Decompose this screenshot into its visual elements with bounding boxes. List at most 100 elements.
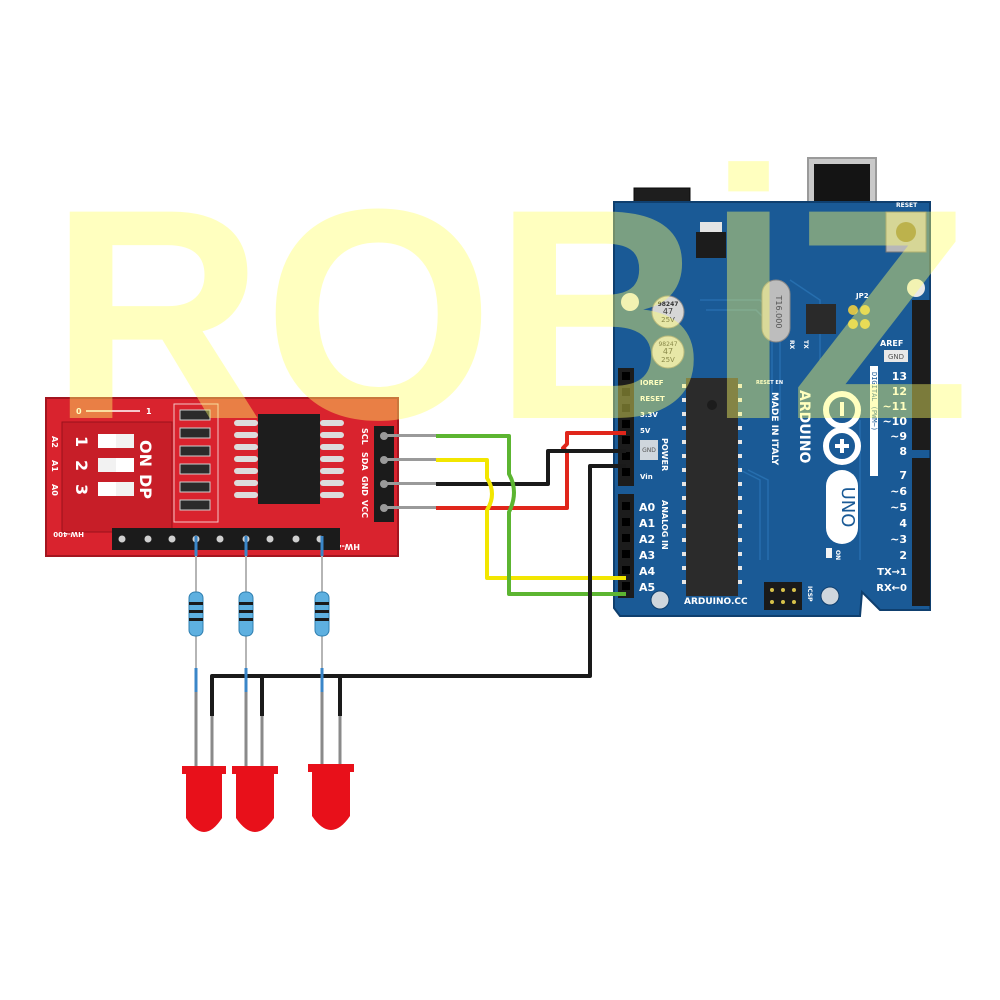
svg-text:~9: ~9 (890, 430, 907, 443)
capacitor: 98247 47 25V (651, 295, 685, 329)
svg-text:98247: 98247 (658, 301, 679, 308)
svg-text:12: 12 (892, 385, 907, 398)
analog-header: A0 A1 A2 A3 A4 A5 ANALOG IN (639, 500, 669, 594)
digital-section-label: DIGITAL (PWM~) (870, 372, 878, 431)
i2c-header (374, 426, 436, 522)
wire-scl-a5 (436, 434, 626, 596)
dip-dp-label: DP (136, 474, 155, 499)
svg-text:UNO: UNO (837, 487, 858, 528)
reset-en-label: RESET EN (756, 380, 783, 386)
pin-label-vcc: VCC (360, 500, 369, 518)
icsp-header: ICSP (764, 582, 813, 610)
io-pin-header (112, 528, 340, 550)
svg-text:~10: ~10 (882, 415, 907, 428)
svg-text:98247: 98247 (658, 341, 677, 348)
svg-text:~3: ~3 (890, 533, 907, 546)
svg-text:2: 2 (899, 549, 907, 562)
pin-label-vin: Vin (640, 473, 653, 481)
arduino-uno-board: 98247 47 25V 98247 47 25V T16.000 JP2 RE… (613, 157, 931, 617)
svg-text:25V: 25V (661, 316, 675, 324)
svg-text:RX←0: RX←0 (876, 583, 907, 594)
power-header: IOREF RESET 3.3V 5V GND Vin POWER (618, 368, 669, 598)
rx-led-label: RX (788, 340, 795, 350)
pcf8574-module: ON DP 1 2 3 A2 A1 A0 0 1 (45, 397, 436, 576)
svg-text:2: 2 (72, 460, 91, 471)
tx-led-label: TX (802, 340, 809, 349)
digital-header: AREF GND 13 12 ~11 ~10 ~9 8 7 ~6 ~5 4 ~3… (870, 300, 930, 606)
smd-resistor-array (173, 403, 219, 523)
resistor (238, 591, 254, 637)
model-label-mirrored: HW-400 (53, 530, 84, 538)
pin-label-reset: RESET (640, 395, 665, 403)
pin-label-a5: A5 (639, 581, 655, 594)
pin-label-digital-gnd: GND (888, 353, 904, 361)
pin-label-scl: SCL (360, 428, 369, 445)
svg-text:A0: A0 (50, 484, 59, 496)
reset-button: RESET (885, 202, 927, 253)
resistor (314, 591, 330, 637)
pin-label-a4: A4 (639, 565, 656, 578)
svg-text:A2: A2 (50, 436, 59, 448)
pin-label-5v: 5V (640, 427, 651, 435)
watermark: ROBİZ (50, 146, 970, 482)
pin-label-ioref: IOREF (640, 379, 664, 387)
resistor (188, 591, 204, 637)
svg-text:~6: ~6 (890, 485, 907, 498)
pin-label-a2: A2 (639, 533, 655, 546)
arduino-brand-label: ARDUINO (796, 390, 812, 464)
svg-text:0: 0 (76, 407, 82, 416)
svg-text:A1: A1 (50, 460, 59, 472)
power-section-label: POWER (660, 438, 669, 471)
svg-text:~11: ~11 (882, 400, 907, 413)
jp2-jumper: JP2 (848, 292, 870, 329)
wires (210, 431, 626, 716)
pin-label-a1: A1 (639, 517, 655, 530)
svg-text:RESET: RESET (896, 202, 918, 209)
wire-vcc-5v (436, 431, 626, 510)
svg-text:1: 1 (146, 407, 152, 416)
pin-label-a3: A3 (639, 549, 655, 562)
wire-sda-a4 (436, 458, 626, 580)
pin-label-gnd: GND (642, 447, 656, 454)
svg-text:4: 4 (899, 517, 907, 530)
wire-gnd-leds (210, 464, 626, 716)
pin-label-a0: A0 (639, 501, 656, 514)
uno-badge: UNO (826, 470, 858, 544)
pin-label-aref: AREF (880, 339, 903, 348)
svg-text:25V: 25V (661, 356, 675, 364)
svg-text:7: 7 (899, 469, 907, 482)
arduino-website-label: ARDUINO.CC (684, 597, 748, 607)
svg-text:TX→1: TX→1 (877, 567, 907, 578)
red-led (182, 766, 226, 832)
pin-label-sda: SDA (360, 452, 369, 471)
atmega-microcontroller (682, 378, 742, 596)
svg-text:13: 13 (892, 370, 907, 383)
on-led-label: ON (834, 550, 841, 560)
made-in-italy-label: MADE IN ITALY (769, 392, 779, 466)
svg-text:47: 47 (663, 307, 673, 316)
watermark-text: ROBİZ (50, 146, 970, 482)
svg-text:1: 1 (72, 436, 91, 447)
crystal-oscillator: T16.000 (761, 279, 791, 343)
pin-label-3v3: 3.3V (640, 411, 658, 419)
red-led (232, 766, 278, 832)
svg-text:ICSP: ICSP (806, 586, 813, 602)
svg-text:8: 8 (899, 445, 907, 458)
analog-section-label: ANALOG IN (660, 500, 669, 550)
dip-switch: ON DP 1 2 3 (61, 421, 173, 533)
svg-text:JP2: JP2 (855, 292, 869, 300)
dip-on-label: ON (136, 440, 155, 467)
chip-name-label: PCF8574T (324, 565, 380, 576)
svg-text:T16.000: T16.000 (774, 295, 783, 329)
red-led (308, 764, 354, 830)
led-circuit (182, 536, 354, 832)
pcf8574-chip (234, 414, 344, 504)
capacitor: 98247 47 25V (651, 335, 685, 369)
svg-text:47: 47 (663, 347, 673, 356)
model-label: HW-400 (324, 542, 360, 551)
usb-chip (806, 304, 836, 334)
arduino-infinity-logo (823, 391, 861, 465)
pin-label-gnd: GND (360, 476, 369, 496)
svg-text:3: 3 (72, 484, 91, 495)
